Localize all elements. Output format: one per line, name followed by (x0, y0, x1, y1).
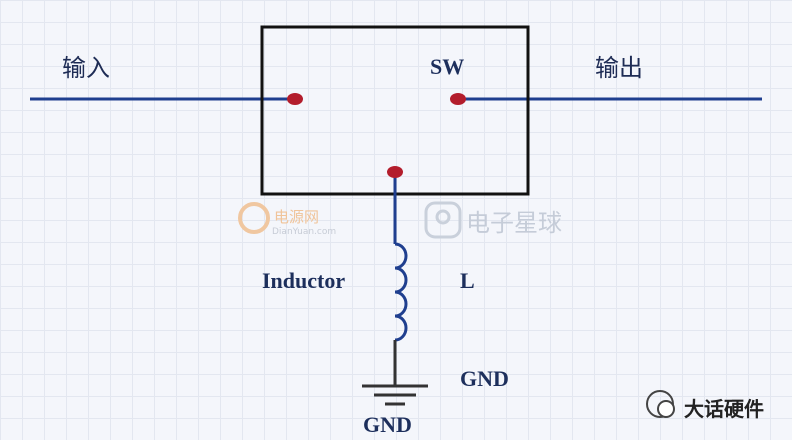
watermark-site-b: 电子星球 (466, 209, 562, 237)
wechat-icon-inner (657, 400, 675, 418)
label-sw: SW (430, 54, 465, 79)
watermark-site-a: 电源网 (274, 208, 320, 226)
watermark-b-icon (424, 201, 462, 239)
label-output: 输出 (595, 54, 643, 82)
node-input (287, 93, 303, 105)
label-gnd-right: GND (460, 366, 509, 391)
watermark-b-icon-dot (435, 209, 451, 225)
watermark-a-icon (238, 202, 270, 234)
badge-name: 大话硬件 (684, 397, 764, 421)
label-gnd-bottom: GND (363, 412, 412, 437)
label-input: 输入 (62, 54, 110, 82)
label-inductor: Inductor (262, 268, 346, 293)
watermark-site-a-url: DianYuan.com (272, 227, 337, 237)
inductor-coil (394, 242, 408, 342)
node-bottom (387, 166, 403, 178)
node-output (450, 93, 466, 105)
label-l: L (460, 268, 475, 293)
